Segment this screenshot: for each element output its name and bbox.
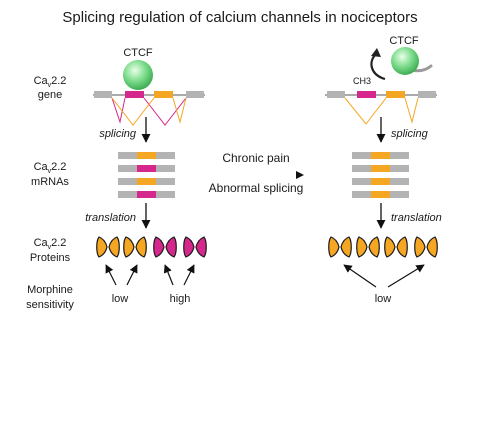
mrna-transcript	[118, 191, 175, 198]
ctcf-protein-right: CTCF	[370, 35, 433, 81]
row-label-gene: Cav2.2 gene	[34, 75, 67, 101]
channel-magenta	[183, 236, 207, 258]
exon-orange	[386, 91, 405, 98]
sensitivity-arrows-left	[105, 264, 195, 286]
sensitivity-arrows-right	[343, 264, 425, 288]
figure-title: Splicing regulation of calcium channels …	[62, 9, 417, 26]
channel-orange	[123, 236, 147, 258]
svg-text:Proteins: Proteins	[30, 252, 71, 264]
mrna-transcript	[352, 165, 409, 172]
channel-orange	[414, 236, 438, 258]
channel-orange	[328, 236, 352, 258]
svg-text:mRNAs: mRNAs	[31, 176, 69, 188]
row-label-proteins: Cav2.2 Proteins	[30, 237, 71, 264]
abnormal-splicing-label: Abnormal splicing	[209, 181, 304, 195]
mrna-transcript	[352, 191, 409, 198]
mrna-transcript	[118, 178, 175, 185]
chronic-pain-label: Chronic pain	[222, 151, 289, 165]
exon-gray	[327, 91, 345, 98]
channel-orange	[356, 236, 380, 258]
mrnas-right	[352, 152, 409, 198]
gene-left	[93, 91, 205, 126]
sensitivity-low-right: low	[375, 293, 392, 305]
sensitivity-high-left: high	[170, 293, 191, 305]
channels-right	[328, 236, 438, 258]
channels-left	[96, 236, 207, 258]
exon-orange	[154, 91, 173, 98]
exon-magenta	[125, 91, 144, 98]
mrna-transcript	[352, 178, 409, 185]
translation-label-left: translation	[85, 212, 136, 224]
svg-text:Morphine: Morphine	[27, 284, 73, 296]
mrna-transcript	[118, 152, 175, 159]
svg-text:gene: gene	[38, 89, 62, 101]
channel-orange	[96, 236, 120, 258]
splicing-label-left: splicing	[99, 128, 137, 140]
svg-text:CTCF: CTCF	[389, 35, 419, 47]
svg-text:CTCF: CTCF	[123, 47, 153, 59]
exon-gray	[418, 91, 436, 98]
splicing-label-right: splicing	[391, 128, 429, 140]
row-label-mrnas: Cav2.2 mRNAs	[31, 161, 69, 188]
svg-text:Cav2.2: Cav2.2	[34, 75, 67, 89]
channel-magenta	[153, 236, 177, 258]
exon-gray	[186, 91, 204, 98]
gene-right: CH3	[325, 76, 437, 125]
svg-text:Cav2.2: Cav2.2	[34, 237, 67, 251]
exon-magenta	[357, 91, 376, 98]
mrnas-left	[118, 152, 175, 198]
ctcf-protein-left: CTCF	[123, 47, 153, 90]
translation-label-right: translation	[391, 212, 442, 224]
exon-gray	[94, 91, 112, 98]
svg-text:sensitivity: sensitivity	[26, 299, 74, 311]
sensitivity-low-left: low	[112, 293, 129, 305]
row-label-morphine-sensitivity: Morphine sensitivity	[26, 284, 74, 311]
ch3-methyl-label: CH3	[353, 76, 371, 86]
mrna-transcript	[118, 165, 175, 172]
svg-text:Cav2.2: Cav2.2	[34, 161, 67, 175]
mrna-transcript	[352, 152, 409, 159]
channel-orange	[384, 236, 408, 258]
